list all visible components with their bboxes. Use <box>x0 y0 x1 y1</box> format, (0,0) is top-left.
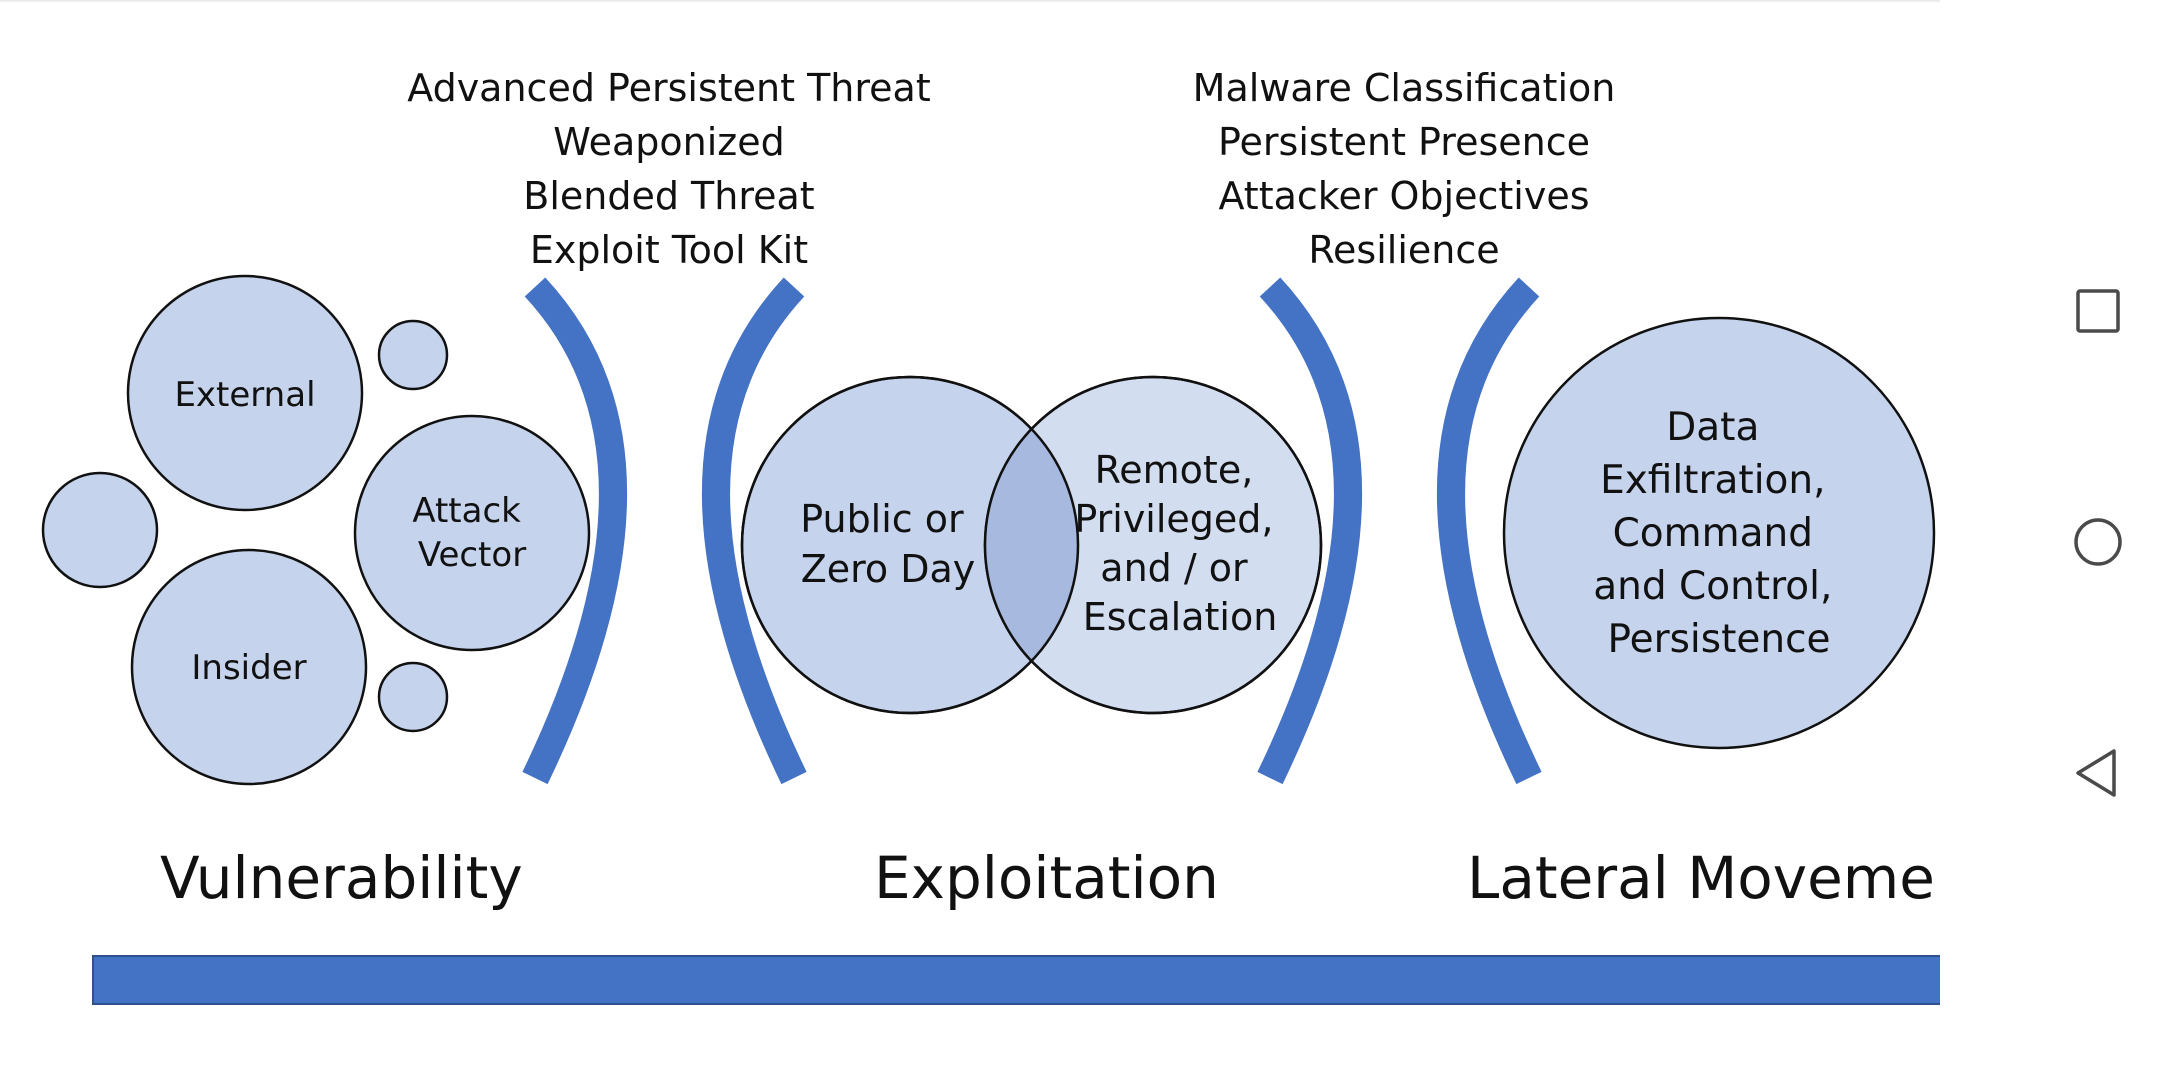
data-exfiltration-line-1: Data <box>1666 405 1759 450</box>
attack-vector-circle <box>353 414 591 652</box>
attack-lifecycle-diagram: External Attack Vector Insider Public or… <box>41 274 1940 1031</box>
data-exfiltration-circle <box>1502 316 1936 750</box>
remote-privileged-line-2: Privileged, <box>1074 497 1273 541</box>
public-zero-day-line-1: Public or <box>800 497 964 541</box>
public-zero-day-label: Public or Zero Day <box>800 497 976 591</box>
data-exfiltration-line-3: Command <box>1613 511 1813 556</box>
external-circle <box>126 274 364 512</box>
slide-top-edge <box>0 0 1940 3</box>
external-label: External <box>174 375 315 415</box>
progress-arrow <box>92 929 1940 1031</box>
small-bubble-bottom <box>377 661 449 733</box>
data-exfiltration-label: Data Exfiltration, Command and Control, … <box>1593 405 1845 662</box>
arc-bracket-1b <box>702 277 807 785</box>
attack-vector-line-2: Vector <box>418 535 526 575</box>
threat-term: Advanced Persistent Threat <box>407 66 931 110</box>
public-zero-day-line-2: Zero Day <box>801 547 976 591</box>
data-exfiltration-line-4: and Control, <box>1593 564 1832 609</box>
back-triangle-icon <box>2076 749 2116 797</box>
malware-term: Attacker Objectives <box>1218 174 1590 218</box>
threat-terms-list: Advanced Persistent Threat Weaponized Bl… <box>349 61 989 277</box>
venn-overlap <box>984 428 1079 662</box>
arc-bracket-1a <box>522 277 627 785</box>
remote-privileged-line-1: Remote, <box>1095 448 1254 492</box>
home-circle-icon <box>2074 518 2122 566</box>
remote-privileged-line-3: and / or <box>1100 546 1248 590</box>
remote-privileged-outline <box>983 375 1323 715</box>
small-bubble-top <box>377 319 449 391</box>
attack-vector-label: Attack Vector <box>412 491 531 575</box>
arc-bracket-2a <box>1257 277 1362 785</box>
recent-apps-button[interactable] <box>2070 283 2126 339</box>
malware-term: Malware Classification <box>1192 66 1616 110</box>
malware-terms-list: Malware Classification Persistent Presen… <box>1084 61 1724 277</box>
stage-label-lateral-movement: Lateral Movement <box>1467 844 1995 912</box>
threat-term: Exploit Tool Kit <box>529 228 809 272</box>
data-exfiltration-line-5: Persistence <box>1607 617 1830 662</box>
arc-bracket-2b <box>1437 277 1542 785</box>
data-exfiltration-line-2: Exfiltration, <box>1600 458 1825 503</box>
insider-label: Insider <box>191 648 306 688</box>
back-button[interactable] <box>2070 745 2126 801</box>
stage-label-exploitation: Exploitation <box>874 844 1219 912</box>
threat-term: Blended Threat <box>523 174 815 218</box>
malware-term: Resilience <box>1308 228 1500 272</box>
slide-canvas: External Attack Vector Insider Public or… <box>0 0 1995 1031</box>
malware-term: Persistent Presence <box>1217 120 1590 164</box>
public-zero-day-outline <box>740 375 1080 715</box>
home-button[interactable] <box>2070 514 2126 570</box>
recent-apps-square-icon <box>2076 289 2120 333</box>
threat-term: Weaponized <box>553 120 785 164</box>
small-bubble-left <box>41 471 159 589</box>
android-nav-bar <box>1940 0 2160 1080</box>
remote-privileged-line-4: Escalation <box>1083 595 1278 639</box>
stage-label-vulnerability: Vulnerability <box>160 844 523 912</box>
remote-privileged-label: Remote, Privileged, and / or Escalation <box>1074 448 1285 639</box>
attack-vector-line-1: Attack <box>412 491 521 531</box>
insider-circle <box>130 548 368 786</box>
